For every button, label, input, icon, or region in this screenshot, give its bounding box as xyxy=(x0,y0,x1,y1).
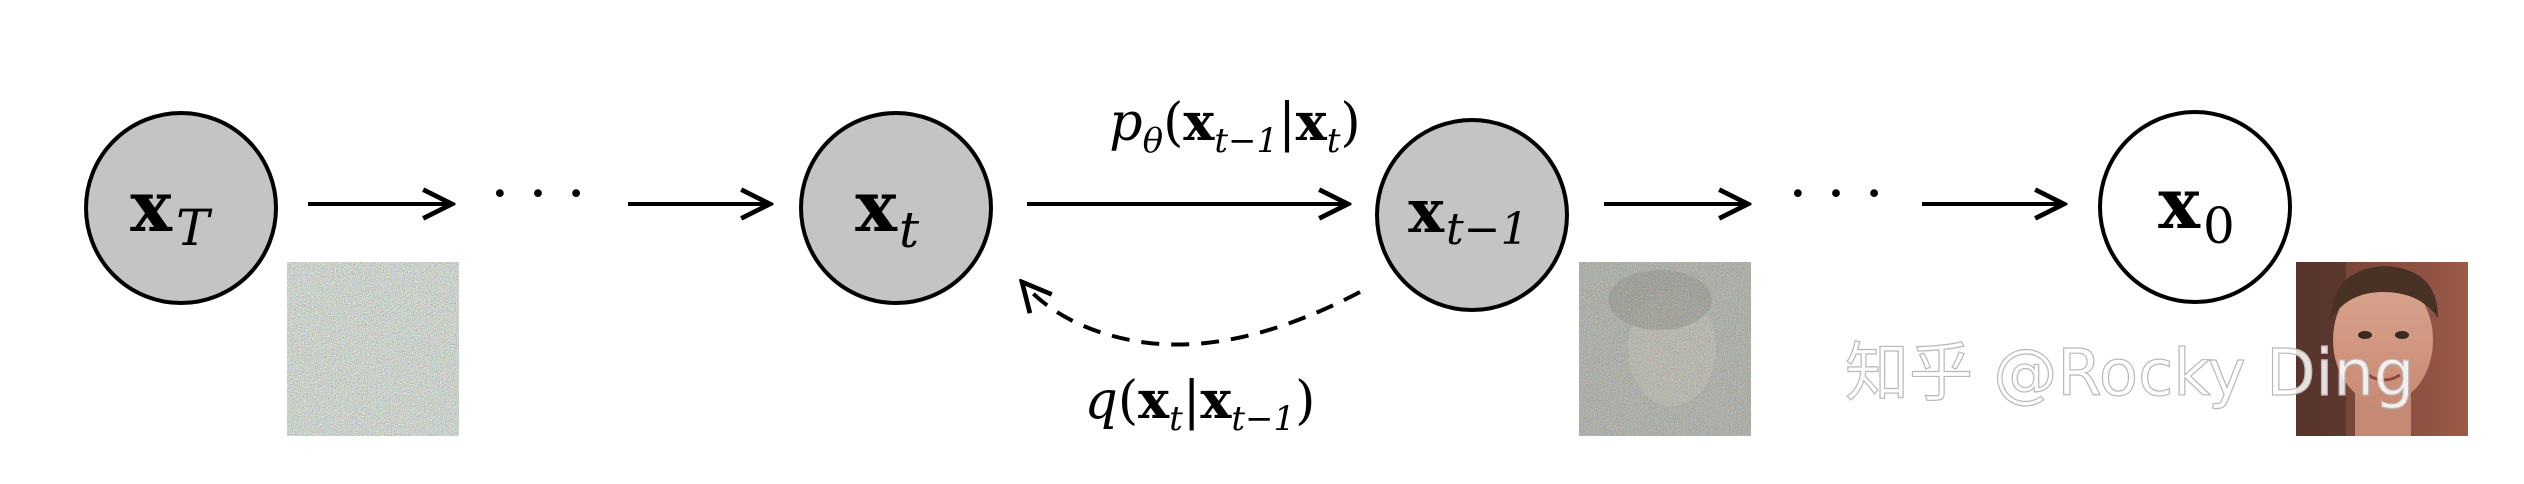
node-x-t-base: x xyxy=(855,165,898,248)
node-x-T: x T xyxy=(84,111,278,305)
node-x-0-subscript: 0 xyxy=(2203,197,2235,255)
watermark: 知乎 @Rocky Ding xyxy=(1845,337,2415,411)
node-x-0: x 0 xyxy=(2098,110,2292,304)
forward-process-label: q(xt|xt−1) xyxy=(1085,370,1316,439)
ellipsis-right: · · · xyxy=(1788,159,1883,229)
noisy-face-thumbnail xyxy=(1579,262,1751,436)
node-x-0-base: x xyxy=(2158,162,2201,245)
node-x-t: x t xyxy=(799,111,993,305)
node-x-t-subscript: t xyxy=(899,201,920,259)
reverse-process-label: pθ(xt−1|xt) xyxy=(1109,92,1360,161)
node-x-t-minus-1: x t−1 xyxy=(1375,118,1569,312)
node-x-T-base: x xyxy=(130,165,173,248)
clean-face-thumbnail xyxy=(2296,262,2468,436)
node-x-t-minus-1-base: x xyxy=(1408,177,1445,247)
pure-noise-thumbnail xyxy=(287,262,459,436)
ellipsis-left: · · · xyxy=(490,159,585,229)
node-x-0-circle xyxy=(2098,110,2292,304)
node-x-t-minus-1-circle xyxy=(1375,118,1569,312)
forward-dashed-arrow xyxy=(1022,282,1361,347)
node-x-T-subscript: T xyxy=(176,199,213,257)
node-x-T-circle xyxy=(84,111,278,305)
node-x-t-minus-1-subscript: t−1 xyxy=(1446,204,1529,255)
node-x-t-circle xyxy=(799,111,993,305)
